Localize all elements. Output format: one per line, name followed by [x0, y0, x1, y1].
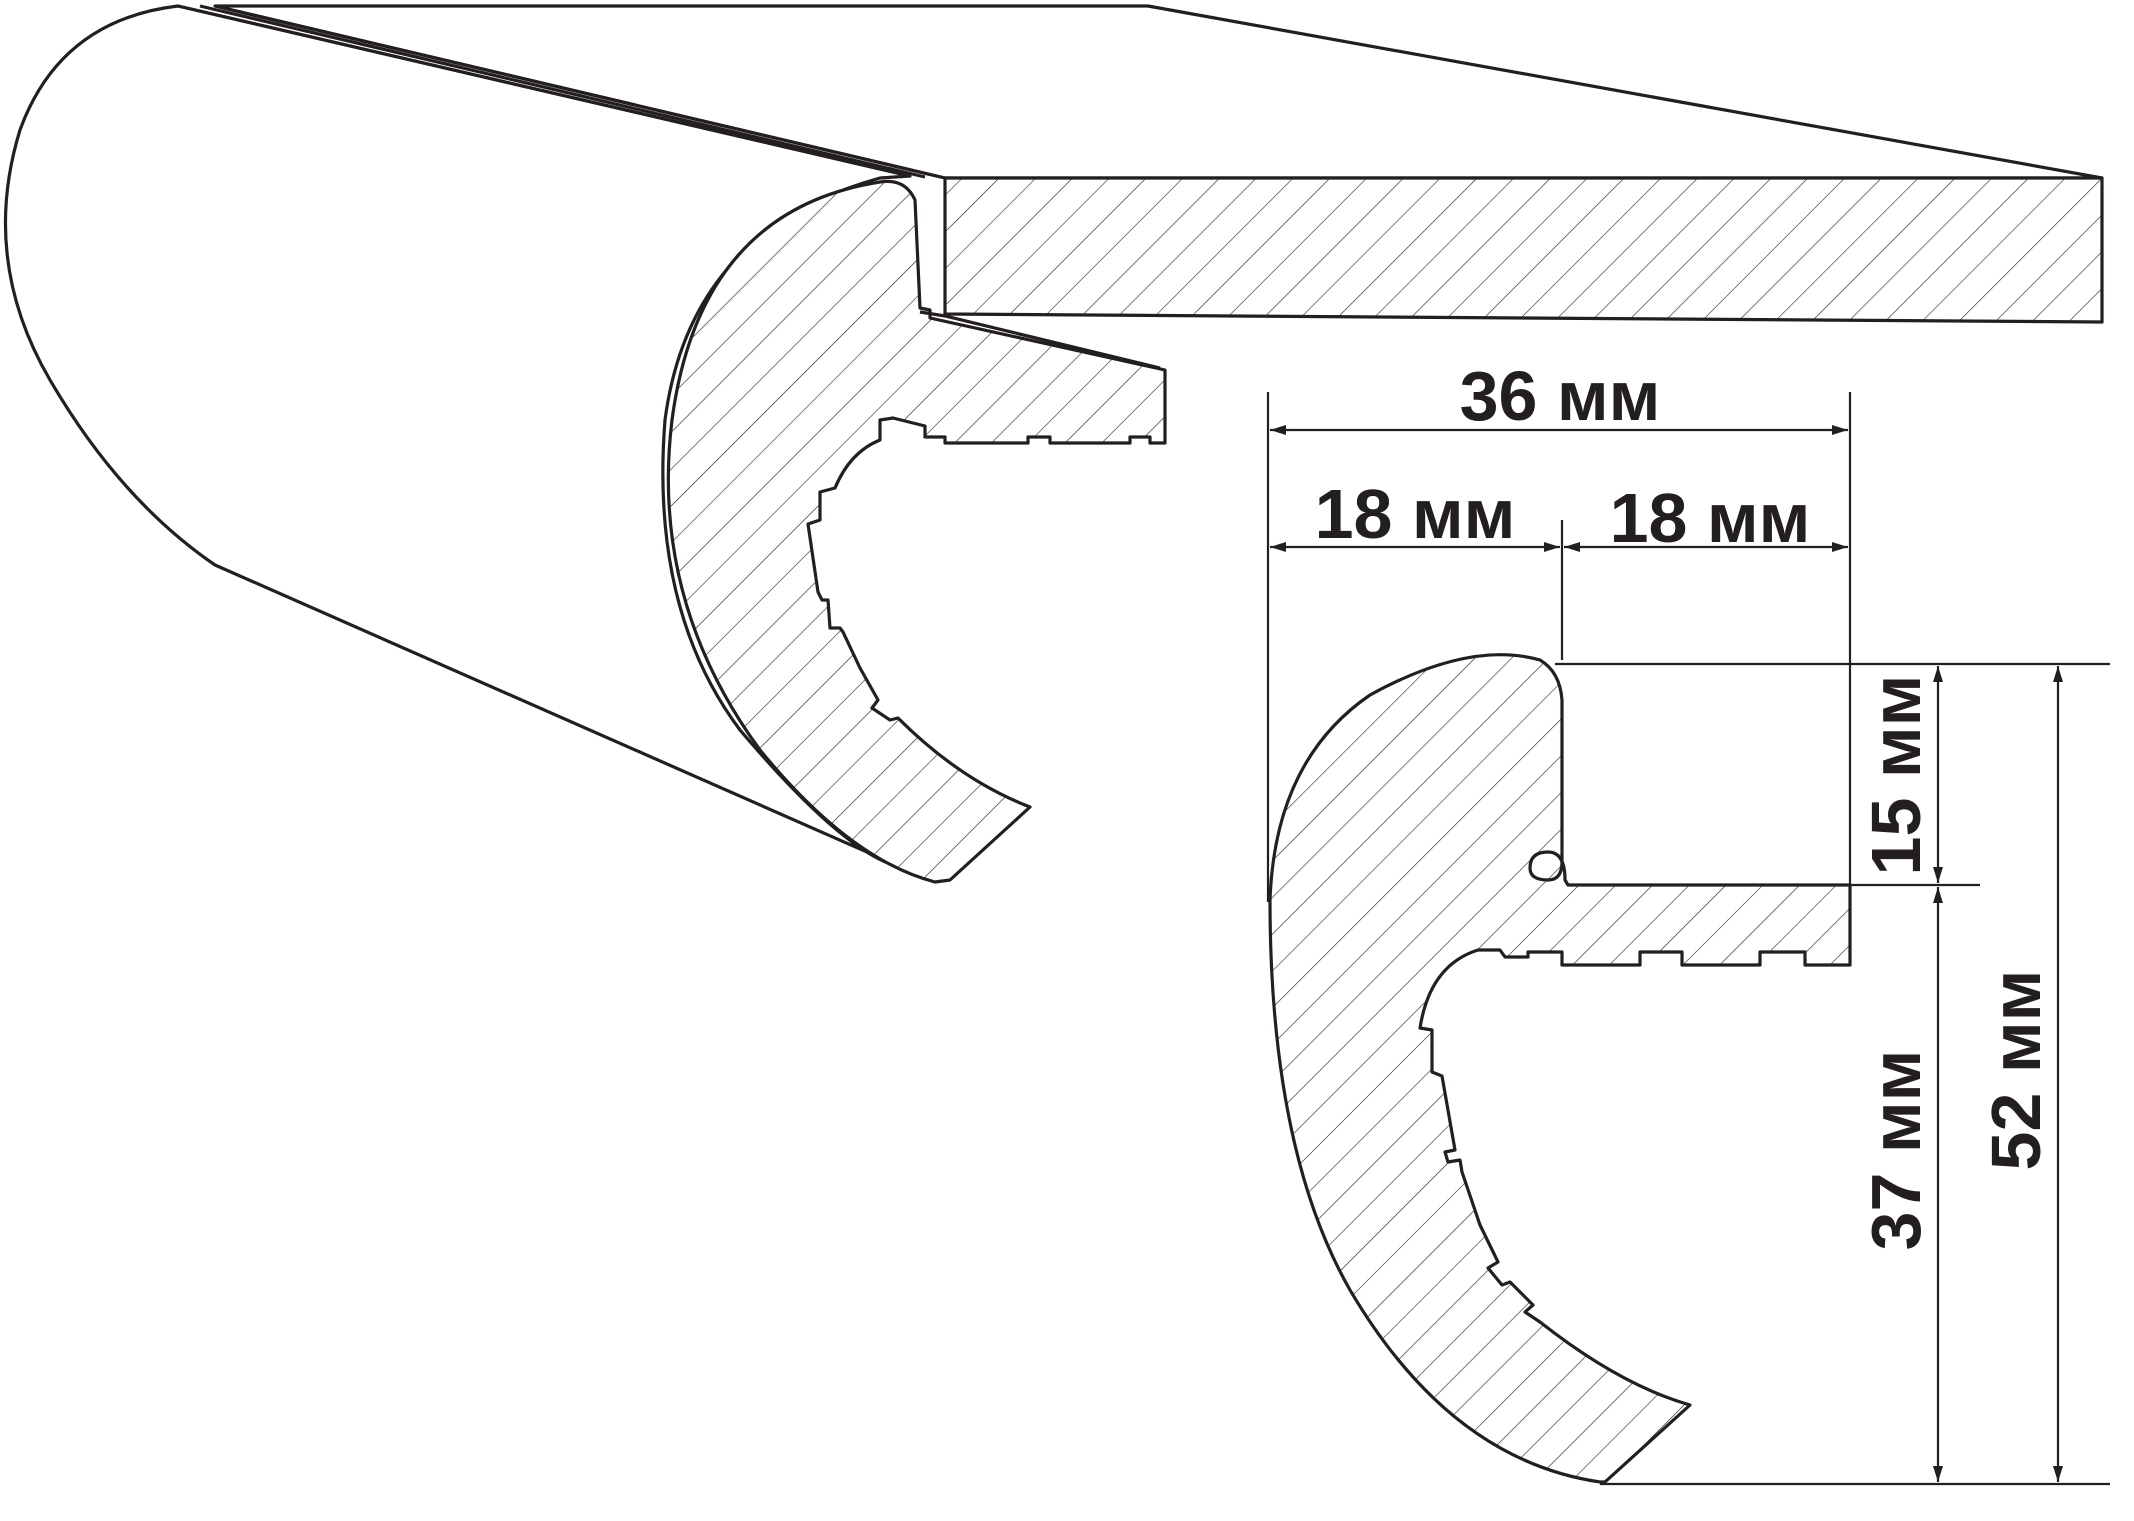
section-view [1268, 653, 1852, 1484]
label-lower-height: 37 мм [1857, 1050, 1935, 1251]
label-total-height: 52 мм [1977, 970, 2055, 1171]
label-total-width: 36 мм [1460, 357, 1661, 435]
label-left-half: 18 мм [1315, 475, 1516, 553]
dimension-labels: 36 мм 18 мм 18 мм 15 мм 37 мм 52 мм [1315, 357, 2055, 1250]
label-right-half: 18 мм [1610, 479, 1811, 557]
nosing-section [666, 179, 1167, 884]
board-section [943, 176, 2104, 324]
perspective-view [3, 4, 2104, 884]
dimension-lines [1266, 392, 2110, 1486]
profile-section [1268, 653, 1852, 1484]
label-slot-depth: 15 мм [1857, 675, 1935, 876]
slot-edge [919, 310, 1161, 370]
lip-top-edge [177, 4, 946, 180]
